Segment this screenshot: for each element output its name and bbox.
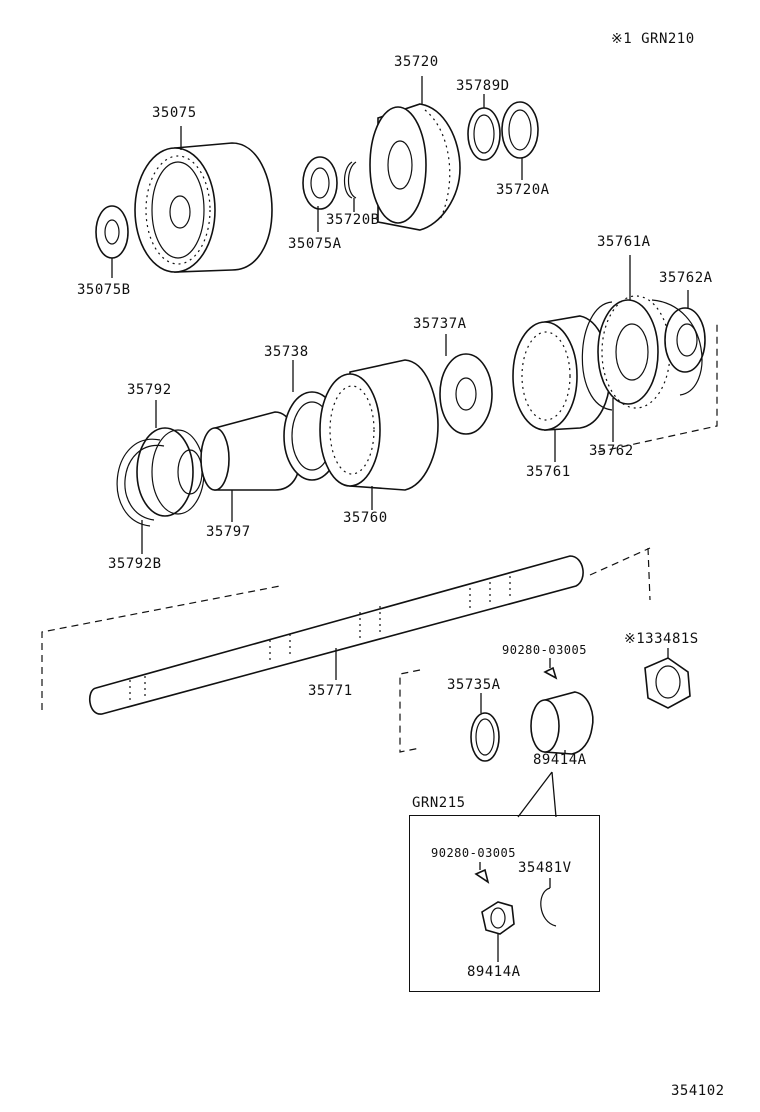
- part-35761-drum: [512, 315, 611, 431]
- assembly-dashed-outline-lower: [399, 669, 421, 753]
- part-label-133481s: ※133481S: [624, 631, 699, 647]
- assembly-dashed-outline-right: [597, 320, 718, 453]
- part-label-35789d: 35789D: [456, 78, 510, 94]
- part-label-89414a: 89414A: [533, 752, 587, 768]
- part-inset-90280-03005-key: [474, 868, 490, 884]
- model-note-label: ※1 GRN210: [611, 31, 695, 47]
- part-35075-drum: [134, 142, 273, 273]
- part-35720a-bearing: [501, 101, 539, 159]
- part-35735a-ring: [470, 712, 500, 762]
- part-label-35762: 35762: [589, 443, 634, 459]
- part-89414a-sleeve: [530, 691, 594, 755]
- part-35789d-race: [467, 107, 501, 161]
- part-label-35738: 35738: [264, 344, 309, 360]
- grn215-inset-box: [409, 815, 600, 992]
- part-label-35761a: 35761A: [597, 234, 651, 250]
- part-35792-bearing: [136, 427, 205, 517]
- part-35075b-washer: [95, 205, 129, 259]
- part-label-inset-90280-03005: 90280-03005: [431, 846, 516, 860]
- part-label-35481v: 35481V: [518, 860, 572, 876]
- diagram-number: 354102: [671, 1083, 725, 1099]
- part-35481v-snap-ring: [540, 887, 557, 927]
- part-label-35737a: 35737A: [413, 316, 467, 332]
- part-label-35075b: 35075B: [77, 282, 131, 298]
- part-35762-gear: [597, 295, 671, 409]
- part-35075a-bearing: [302, 156, 338, 210]
- part-label-35720: 35720: [394, 54, 439, 70]
- part-35771-shaft: [89, 555, 584, 715]
- part-label-35720b: 35720B: [326, 212, 380, 228]
- part-label-35771: 35771: [308, 683, 353, 699]
- part-35737a-washer: [439, 353, 493, 435]
- part-133481s-nut: [644, 657, 691, 709]
- part-35720b-snap-ring: [343, 161, 357, 199]
- part-35761a-snap-ring: [581, 301, 613, 411]
- part-label-35797: 35797: [206, 524, 251, 540]
- part-label-35735a: 35735A: [447, 677, 501, 693]
- part-35762a-bearing: [651, 299, 706, 396]
- part-label-35792: 35792: [127, 382, 172, 398]
- part-35760-gear: [319, 359, 439, 491]
- leader-lines: [111, 76, 689, 962]
- assembly-dashed-outline-shaft: [41, 547, 651, 710]
- inset-label: GRN215: [412, 795, 466, 811]
- part-label-35720a: 35720A: [496, 182, 550, 198]
- part-label-35075a: 35075A: [288, 236, 342, 252]
- part-label-35761: 35761: [526, 464, 571, 480]
- part-label-35760: 35760: [343, 510, 388, 526]
- part-35792b-snap-ring: [116, 438, 165, 527]
- part-inset-89414a-rotor: [481, 901, 515, 935]
- part-90280-03005-key: [543, 666, 558, 680]
- part-label-35075: 35075: [152, 105, 197, 121]
- part-label-inset-89414a: 89414A: [467, 964, 521, 980]
- part-label-35792b: 35792B: [108, 556, 162, 572]
- part-label-35762a: 35762A: [659, 270, 713, 286]
- part-label-90280-03005: 90280-03005: [502, 643, 587, 657]
- part-35720-carrier: [369, 103, 461, 231]
